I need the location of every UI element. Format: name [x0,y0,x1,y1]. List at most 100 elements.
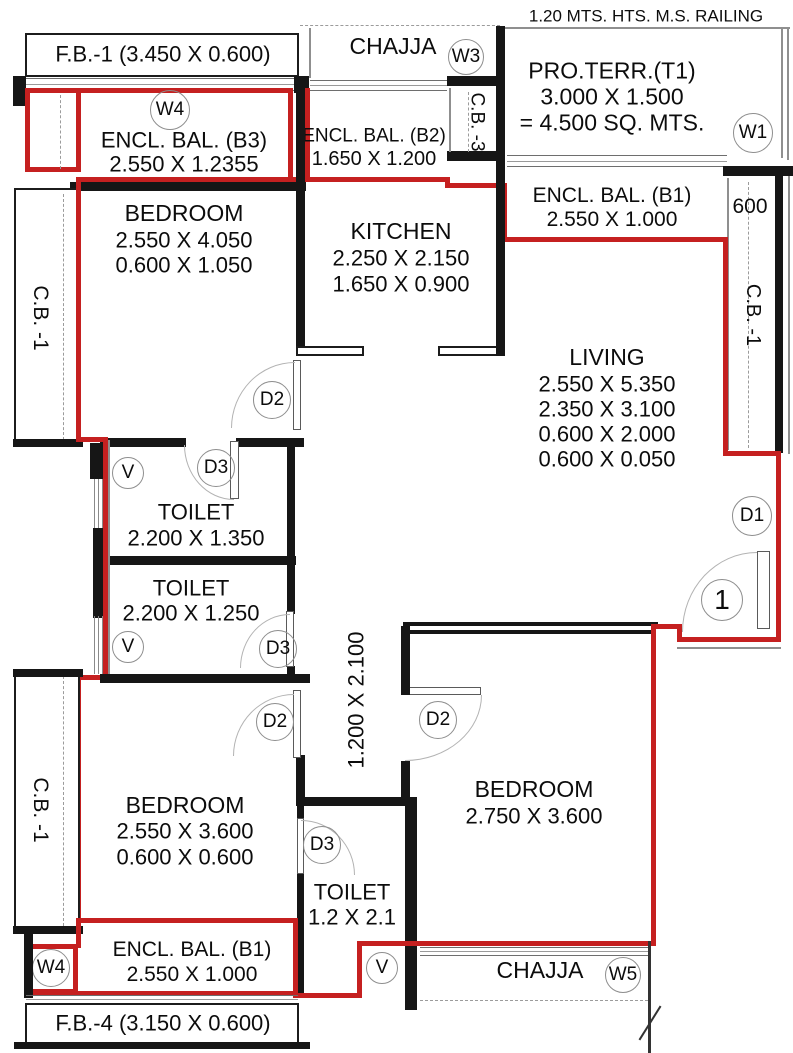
boundary-balcony-right [293,918,298,998]
boundary-toiletbottom-bottom [295,993,362,998]
terrace-line2: 3.000 X 1.500 [540,83,684,110]
left-niche-bottom-outline [14,671,80,932]
boundary-entry-right [776,451,781,642]
boundary-b2-jog-v [445,177,450,188]
room-bedroombl-name: BEDROOM [125,792,245,819]
door-tag-d3-toiletmid: D3 [259,630,297,668]
passage-dim-label: 1.200 X 2.100 [343,631,369,769]
terrace-top-line [497,27,790,29]
window-tag-w3: W3 [448,39,484,75]
entry-tag-1: 1 [701,579,743,621]
chajja-bottom-dashed-edge [420,1000,648,1001]
wall-vent-strip-mid [93,528,106,618]
room-toiletbottom-dim: 1.2 X 2.1 [307,904,397,930]
boundary-b2-jog-h [445,183,507,188]
window-tag-w4-top: W4 [150,90,190,130]
boundary-bedroombr-right [651,624,656,946]
wall-toilettop-topright [236,438,304,447]
room-kitchen-dim2: 1.650 X 0.900 [332,271,470,297]
door-leaf-d2-bedroombr [405,687,481,695]
wall-left-niche-top-bottom [13,439,83,447]
balcony-b1top-name: ENCL. BAL. (B1) [532,184,692,208]
boundary-foyer-jog-v [677,624,682,642]
room-bedroombr-name: BEDROOM [474,776,594,803]
room-bedroombl-dim2: 0.600 X 0.600 [116,844,254,870]
w4-niche-dashed [60,95,61,169]
shaft-cb1-leftbottom-label: C.B. -1 [28,777,52,843]
left-niche-top-dashed [63,194,64,440]
door-tag-d2-bedroombl: D2 [256,703,294,741]
cb3-dashed-line [468,92,469,152]
chajja-top-dashed-edge [300,25,500,26]
vent-window-bottom [94,616,105,674]
wall-bedroomtl-top [70,182,306,191]
flower-bed-1-label: F.B.-1 (3.450 X 0.600) [55,41,271,67]
chajja-bottom-sill [420,947,648,956]
room-toiletmid-dim: 2.200 X 1.250 [122,600,260,626]
boundary-foyer-jog-h [651,624,682,629]
wall-toilettop-right [287,447,295,559]
wall-left-niche-bottom-bottom [13,926,83,934]
wall-cb3-top [447,76,505,86]
room-living-dim2: 2.350 X 3.100 [538,396,676,422]
balcony-b1top-dim: 2.550 X 1.000 [546,208,678,232]
boundary-jog-bottom [76,675,108,680]
room-living-name: LIVING [569,344,645,371]
door-tag-d3-toiletbottom: D3 [303,826,341,864]
boundary-b3-top [76,88,293,93]
room-living-dim4: 0.600 X 0.050 [538,446,676,472]
boundary-b3-right [288,88,293,182]
boundary-living-right [723,237,728,456]
boundary-bedroombl-bottom [76,918,298,923]
boundary-jog-top [76,437,108,442]
room-living-dim1: 2.550 X 5.350 [538,371,676,397]
wall-vent-strip-top [90,443,104,479]
wall-kitchen-bottom-left [296,346,364,356]
shaft-cb1-lefttop-label: C.B. -1 [28,285,52,351]
wall-toiletmid-right-upper [287,565,295,614]
wall-right-niche-top [723,166,793,176]
wall-right-niche-side [775,176,783,453]
door-tag-d3-toilettop: D3 [197,449,235,487]
right-niche-inner-line [727,178,729,450]
window-tag-w1: W1 [733,113,773,153]
right-niche-outer-line [788,176,790,454]
wall-bedroombr-top-inner [403,630,653,634]
wall-bedroombr-top-outer [403,622,658,626]
boundary-balcony-bottom [25,991,298,996]
balcony-b2-name: ENCL. BAL. (B2) [302,125,446,147]
vent-window-top [94,479,105,529]
wall-toiletbottom-left [297,871,304,995]
room-living-dim3: 0.600 X 2.000 [538,421,676,447]
wall-left-bottom-connector [24,930,33,998]
wall-toiletbottom-right [405,797,417,1010]
wall-toiletbottom-left-stub [297,806,304,822]
flower-bed-1-outline [25,33,299,77]
balcony-b1bottom-dim: 2.550 X 1.000 [126,963,258,987]
terrace-label: PRO.TERR.(T1) 3.000 X 1.500 = 4.500 SQ. … [520,58,705,135]
boundary-niche-bottom [723,451,781,456]
entry-step-line [677,647,781,649]
window-tag-w4-bottom: W4 [32,949,70,987]
boundary-b3-bottom [76,177,296,182]
wall-toilets-divider [100,556,296,565]
door-tag-d1: D1 [732,496,772,536]
wall-bedroombl-top [100,674,310,683]
window-sill-terrace [507,155,727,167]
cb3-inner-line [449,88,451,152]
room-toiletbottom-name: TOILET [313,879,391,905]
boundary-toiletbottom-v [357,941,362,998]
dim-600-label: 600 [732,195,768,219]
room-bedroomtl-dim2: 0.600 X 1.050 [115,252,253,278]
wall-kitchen-right [496,26,505,356]
room-bedroomtl-dim1: 2.550 X 4.050 [115,227,253,253]
balcony-b2-dim: 1.650 X 1.200 [311,147,437,170]
room-toilettop-dim: 2.200 X 1.350 [127,525,265,551]
shaft-cb1-right-label: C.B. -1 [742,283,765,347]
boundary-entry-bottom [677,637,781,642]
boundary-left-main [76,177,81,442]
room-bedroomtl-name: BEDROOM [124,200,244,227]
terrace-line3: = 4.500 SQ. MTS. [519,108,705,135]
room-bedroombr-dim: 2.750 X 3.600 [465,803,603,829]
